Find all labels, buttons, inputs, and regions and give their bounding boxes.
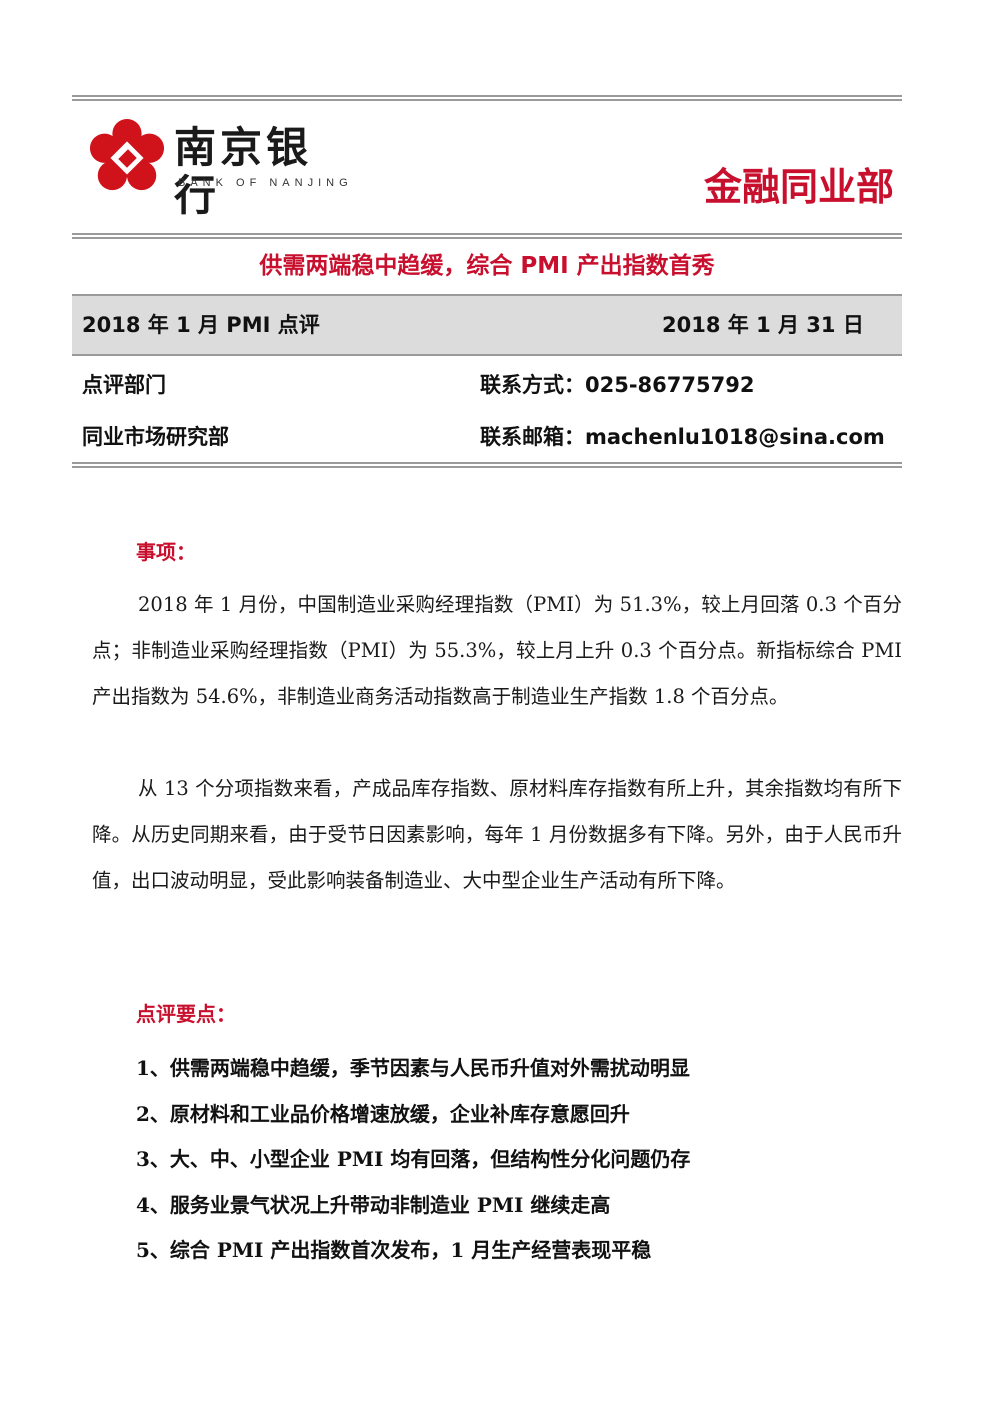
keypoints-title: 点评要点： — [136, 1002, 236, 1026]
report-name: 2018 年 1 月 PMI 点评 — [82, 313, 320, 337]
logo-chinese-name: 南京银行 — [174, 123, 313, 220]
top-rule — [72, 95, 902, 101]
matters-paragraph: 2018 年 1 月份，中国制造业采购经理指数（PMI）为 51.3%，较上月回… — [92, 593, 902, 708]
keypoint-item: 4、服务业景气状况上升带动非制造业 PMI 继续走高 — [136, 1192, 611, 1217]
info-rule — [72, 462, 902, 468]
keypoint-item: 1、供需两端稳中趋缓，季节因素与人民币升值对外需扰动明显 — [136, 1056, 690, 1080]
report-date: 2018 年 1 月 31 日 — [662, 313, 864, 337]
logo-english-name: BANK OF NANJING — [178, 177, 353, 189]
department-title: 金融同业部 — [703, 165, 894, 209]
keypoint-item: 5、综合 PMI 产出指数首次发布，1 月生产经营表现平稳 — [136, 1238, 652, 1262]
keypoints-list: 1、供需两端稳中趋缓，季节因素与人民币升值对外需扰动明显 2、原材料和工业品价格… — [136, 1046, 690, 1274]
matters-paragraph: 从 13 个分项指数来看，产成品库存指数、原材料库存指数有所上升，其余指数均有所… — [92, 777, 902, 892]
header-rule — [72, 233, 902, 239]
report-band: 2018 年 1 月 PMI 点评 2018 年 1 月 31 日 — [72, 294, 902, 356]
matters-title: 事项： — [136, 540, 196, 564]
contact-phone: 联系方式：025-86775792 — [480, 373, 755, 397]
dept-label: 点评部门 — [82, 373, 166, 397]
contact-email: 联系邮箱：machenlu1018@sina.com — [480, 425, 885, 449]
dept-value: 同业市场研究部 — [82, 425, 229, 449]
report-headline: 供需两端稳中趋缓，综合 PMI 产出指数首秀 — [259, 253, 715, 279]
keypoint-item: 3、大、中、小型企业 PMI 均有回落，但结构性分化问题仍存 — [136, 1147, 691, 1171]
keypoint-item: 2、原材料和工业品价格增速放缓，企业补库存意愿回升 — [136, 1101, 630, 1126]
bank-logo: 南京银行 BANK OF NANJING — [88, 118, 348, 220]
bank-flower-icon — [89, 118, 165, 191]
